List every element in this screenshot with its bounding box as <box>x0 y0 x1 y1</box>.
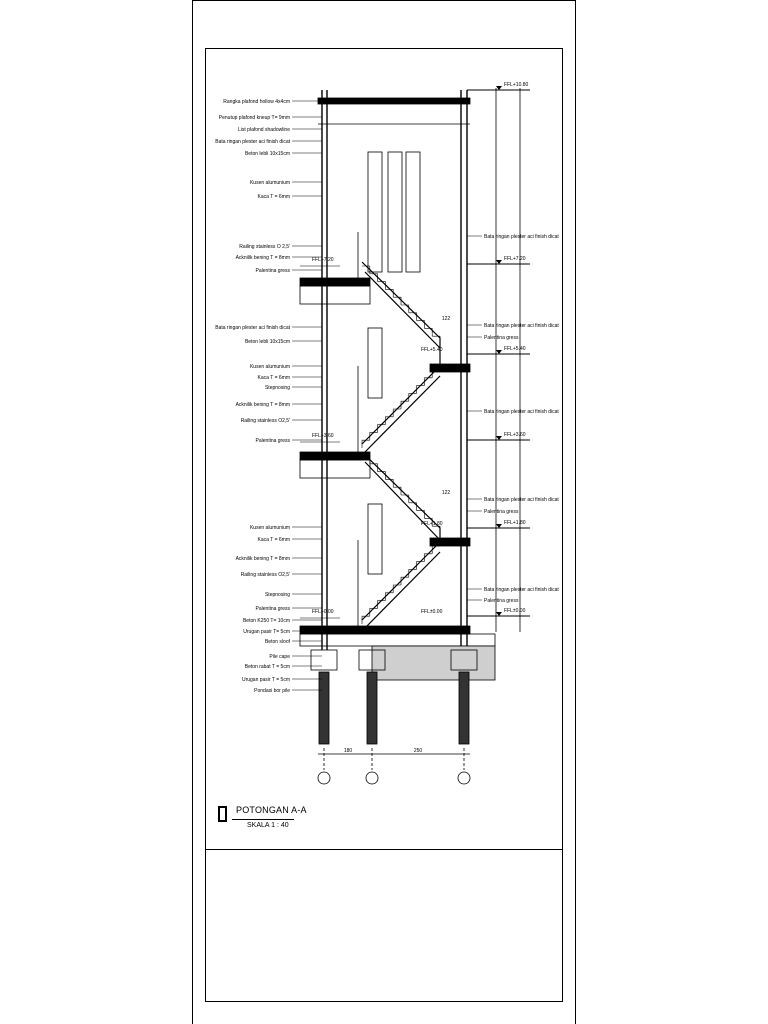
left-label: Urugan pasir T= 5cm <box>243 629 290 635</box>
dimension-label: 180 <box>344 748 353 754</box>
left-label: Kaca T = 6mm <box>258 194 290 200</box>
left-label: Railing stainless O2,5' <box>241 418 290 424</box>
left-label: Beton K250 T= 10cm <box>243 618 290 624</box>
small-dimension-label: 122 <box>442 316 451 322</box>
level-marker-left: FFL+0.00 <box>312 609 334 615</box>
small-dimension-label: 122 <box>442 490 451 496</box>
left-label: Kusen alumunium <box>250 180 290 186</box>
right-label: Palentina gress <box>484 509 519 515</box>
right-label: Bata ringan plester aci finish dicat <box>484 323 559 329</box>
sheet-frame <box>192 0 576 1024</box>
left-label: Acknilik bening T = 8mm <box>236 402 290 408</box>
drawing-title: POTONGAN A-A <box>236 805 307 815</box>
left-label: Beton lebli 10x15cm <box>245 151 290 157</box>
left-label: List plafond shadowline <box>238 127 290 133</box>
level-marker-mid: FFL+1.80 <box>421 521 443 527</box>
left-label: Acknilik bening T = 8mm <box>236 556 290 562</box>
level-marker: FFL+1.80 <box>504 520 526 526</box>
right-label: Bata ringan plester aci finish dicat <box>484 234 559 240</box>
left-label: Acknilik bening T = 8mm <box>236 255 290 261</box>
left-label: Urugan pasir T = 5cm <box>242 677 290 683</box>
left-label: Pile cape <box>269 654 290 660</box>
level-marker: FFL+10.80 <box>504 82 529 88</box>
left-label: Bata ringan plester aci finish dicat <box>215 325 290 331</box>
left-label: Kaca T = 6mm <box>258 375 290 381</box>
left-label: Beton lebli 10x15cm <box>245 339 290 345</box>
level-marker-left: FFL+7.20 <box>312 257 334 263</box>
level-marker: FFL+3.60 <box>504 432 526 438</box>
level-marker: FFL±0.00 <box>504 608 526 614</box>
level-marker: FFL+5.40 <box>504 346 526 352</box>
left-label: Kaca T = 6mm <box>258 537 290 543</box>
left-label: Stepnosing <box>265 385 290 391</box>
level-marker-left: FFL+3.60 <box>312 433 334 439</box>
left-label: Pondasi bor pile <box>254 688 290 694</box>
right-label: Bata ringan plester aci finish dicat <box>484 409 559 415</box>
right-label: Palentina gress <box>484 598 519 604</box>
dimension-label: 250 <box>414 748 423 754</box>
title-marker-icon <box>218 806 227 822</box>
level-marker-mid: FFL+5.40 <box>421 347 443 353</box>
title-underline <box>232 819 294 820</box>
right-label: Bata ringan plester aci finish dicat <box>484 587 559 593</box>
left-label: Beton rabat T = 5cm <box>245 664 290 670</box>
drawing-scale: SKALA 1 : 40 <box>247 822 289 829</box>
title-block <box>205 849 563 1002</box>
left-label: Stepnosing <box>265 592 290 598</box>
left-label: Palentina gress <box>256 438 291 444</box>
left-label: Beton sloof <box>265 639 291 645</box>
left-label: Bata ringan plester aci finish dicat <box>215 139 290 145</box>
right-label: Palentina gress <box>484 335 519 341</box>
left-label: Rangka plafond hollow 4x4cm <box>223 99 290 105</box>
right-label: Bata ringan plester aci finish dicat <box>484 497 559 503</box>
left-label: Railing stainless O2,5' <box>241 572 290 578</box>
sheet-top-border <box>192 0 576 1</box>
left-label: Kusen alumunium <box>250 364 290 370</box>
level-marker: FFL+7.20 <box>504 256 526 262</box>
left-label: Kusen alumunium <box>250 525 290 531</box>
left-label: Penutup plafond kneup T= 9mm <box>219 115 290 121</box>
left-label: Railing stainless O 2,5' <box>239 244 290 250</box>
left-label: Palentina gress <box>256 606 291 612</box>
left-label: Palentina gress <box>256 268 291 274</box>
level-marker-mid: FFL±0.00 <box>421 609 443 615</box>
